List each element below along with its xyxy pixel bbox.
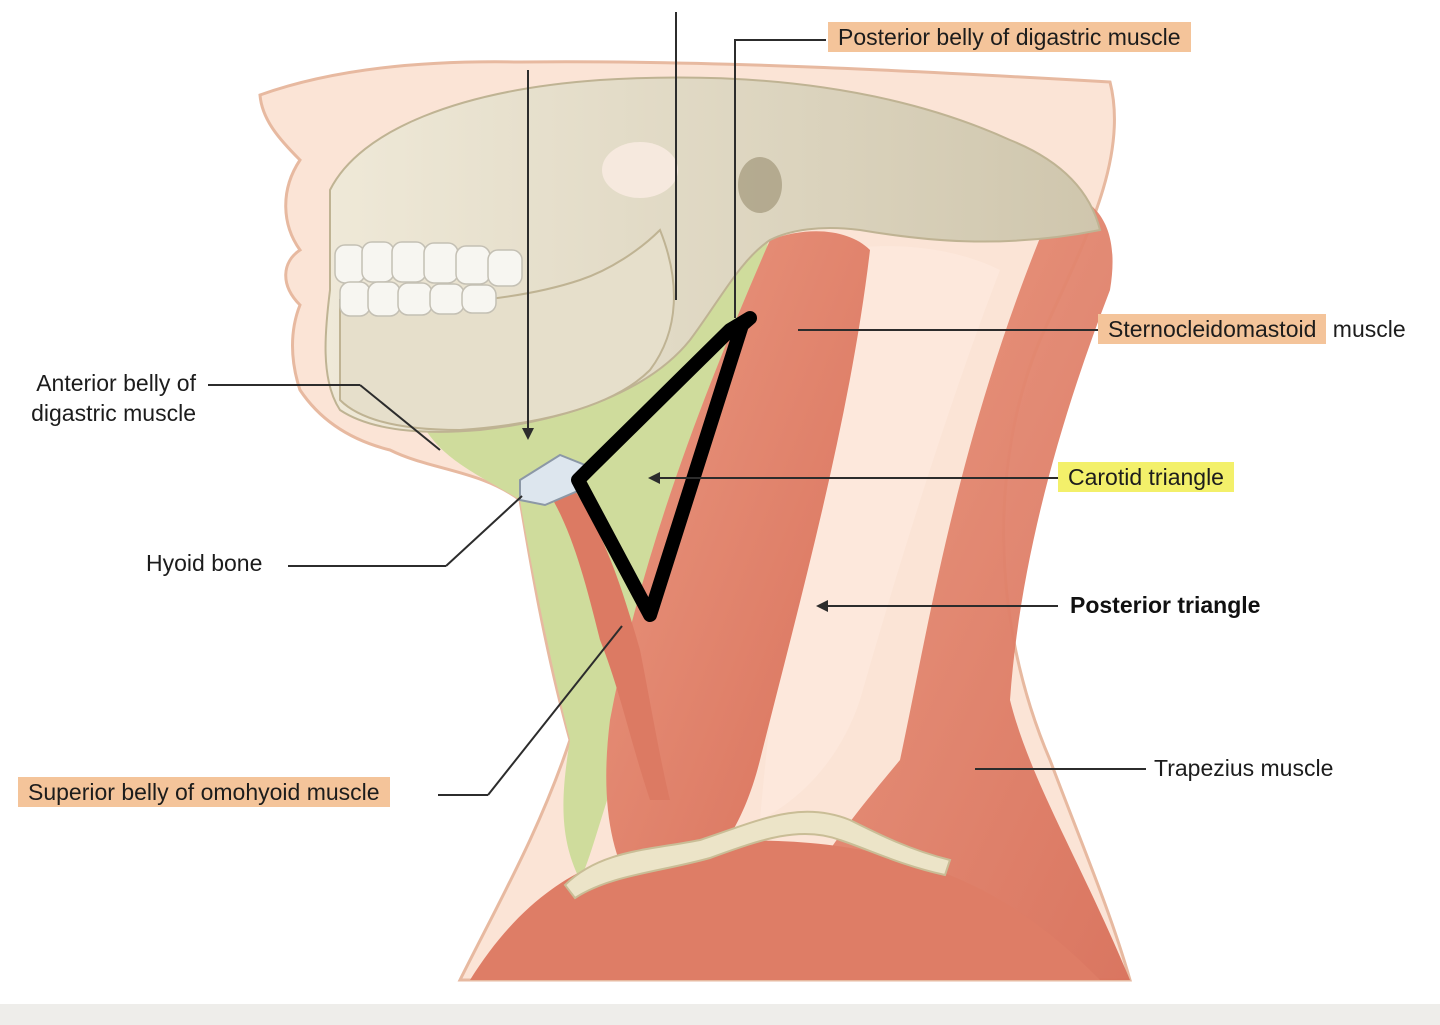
clavicle-shape [563, 810, 952, 900]
label-posterior-triangle: Posterior triangle [1070, 592, 1261, 618]
carotid-triangle-outline [571, 311, 757, 622]
label-superior-omohyoid: Superior belly of omohyoid muscle [18, 777, 390, 807]
ear-canal [738, 157, 782, 213]
trapezius-shape [760, 190, 1130, 980]
leader-lines [208, 12, 1146, 796]
jaw-shape [339, 228, 675, 432]
label-anterior-digastric: Anterior belly of digastric muscle [31, 370, 196, 426]
label-trapezius: Trapezius muscle [1154, 755, 1334, 781]
teeth [334, 241, 523, 317]
omohyoid-shape [540, 470, 670, 800]
sternocleidomastoid-shape [606, 231, 870, 901]
arrow-heads [522, 428, 828, 612]
label-carotid-triangle: Carotid triangle [1058, 462, 1234, 492]
jaw-notch [602, 142, 678, 198]
label-sternocleidomastoid: Sternocleidomastoid muscle [1098, 314, 1406, 344]
label-posterior-digastric: Posterior belly of digastric muscle [828, 22, 1191, 52]
label-hyoid-bone: Hyoid bone [146, 550, 263, 576]
footer-bar [0, 1004, 1440, 1025]
